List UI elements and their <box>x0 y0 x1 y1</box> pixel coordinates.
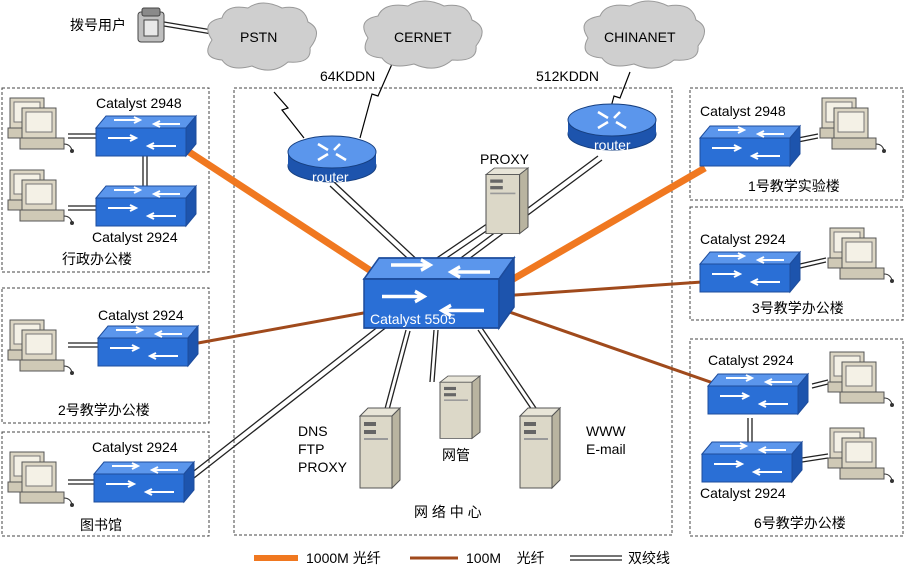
legend-fiber-100-label: 100M 光纤 <box>466 550 545 566</box>
pc-icon <box>7 451 75 508</box>
admin-switch-2924-label: Catalyst 2924 <box>92 229 178 245</box>
legend-twisted-label: 双绞线 <box>628 550 670 566</box>
router-right-label: router <box>594 137 631 153</box>
fiber-100-teach2 <box>197 308 381 345</box>
ddn-64-link-2 <box>359 63 393 139</box>
pc-icon <box>819 97 887 154</box>
library-zone <box>1 431 210 537</box>
teach6-building-label: 6号教学办公楼 <box>754 515 846 531</box>
pstn-cloud: PSTN <box>207 2 317 71</box>
fiber-100-teach6 <box>497 306 717 386</box>
twisted-router-left <box>329 181 425 271</box>
admin-building-label: 行政办公楼 <box>62 251 132 267</box>
ddn-64-link <box>273 91 305 139</box>
proxy-label: PROXY <box>480 151 530 167</box>
lab1-switch-icon <box>699 125 801 167</box>
teach3-building-label: 3号教学办公楼 <box>752 300 844 316</box>
mgmt-server-icon <box>439 375 481 439</box>
network-center-zone <box>233 87 673 536</box>
teach3-switch-icon <box>699 251 801 293</box>
pc-icon <box>827 427 895 484</box>
teach2-switch-icon <box>97 325 199 367</box>
library-switch-label: Catalyst 2924 <box>92 439 178 455</box>
teach6-switch-top-label: Catalyst 2924 <box>708 352 794 368</box>
twisted-dns <box>381 329 411 422</box>
chinanet-label: CHINANET <box>604 29 676 45</box>
admin-switch-2924-icon <box>95 185 197 227</box>
teach2-switch-label: Catalyst 2924 <box>98 307 184 323</box>
library-label: 图书馆 <box>80 517 122 533</box>
lab1-building-zone <box>689 87 904 201</box>
teach2-building-label: 2号教学办公楼 <box>58 402 150 418</box>
proxy2-label: PROXY <box>298 459 348 475</box>
pstn-label: PSTN <box>240 29 277 45</box>
proxy-server-icon <box>485 167 529 235</box>
teach2-building-zone <box>1 287 210 424</box>
library-switch-icon <box>93 461 195 503</box>
teach6-building-zone <box>689 338 904 537</box>
pc-icon <box>7 319 75 376</box>
cernet-cloud: CERNET <box>363 0 483 69</box>
mgmt-label: 网管 <box>442 447 470 463</box>
dns-label: DNS <box>298 423 328 439</box>
teach6-switch-bottom-icon <box>701 441 803 483</box>
fiber-100-teach3 <box>499 280 703 298</box>
legend: 1000M 光纤 100M 光纤 双绞线 <box>254 550 670 566</box>
chinanet-cloud: CHINANET <box>583 0 705 69</box>
dns-server-icon <box>359 407 401 489</box>
fiber-1000-lab1 <box>506 164 707 286</box>
network-center-title: 网 络 中 心 <box>414 504 482 520</box>
admin-switch-2948-icon <box>95 115 197 157</box>
www-server-icon <box>519 407 561 489</box>
twisted-admin-stack <box>142 156 148 186</box>
teach3-building-zone <box>689 206 904 321</box>
twisted-dialup <box>163 21 213 35</box>
cernet-label: CERNET <box>394 29 452 45</box>
phone-icon <box>137 7 165 43</box>
dialup-user-label: 拨号用户 <box>70 17 126 33</box>
twisted-library <box>189 321 389 479</box>
twisted-mgmt <box>429 329 439 383</box>
www-server-labels: WWW E-mail <box>586 423 630 457</box>
pc-icon <box>827 227 895 284</box>
fiber-1000-admin <box>178 143 402 293</box>
legend-fiber-1000-label: 1000M 光纤 <box>306 550 381 566</box>
email-label: E-mail <box>586 441 626 457</box>
teach6-switch-bottom-label: Catalyst 2924 <box>700 485 786 501</box>
ftp-label: FTP <box>298 441 324 457</box>
dns-server-labels: DNS FTP PROXY <box>298 423 348 475</box>
twisted-www <box>477 327 537 411</box>
pc-icon <box>7 97 75 154</box>
admin-switch-2948-label: Catalyst 2948 <box>96 95 182 111</box>
lab1-switch-label: Catalyst 2948 <box>700 103 786 119</box>
pc-icon <box>827 351 895 408</box>
teach3-switch-label: Catalyst 2924 <box>700 231 786 247</box>
core-switch-label: Catalyst 5505 <box>370 311 456 327</box>
ddn-64-label: 64KDDN <box>320 68 375 84</box>
ddn-512-label: 512KDDN <box>536 68 599 84</box>
pc-icon <box>7 169 75 226</box>
teach6-switch-top-icon <box>707 373 809 415</box>
legend-twisted-swatch <box>570 555 622 561</box>
router-left-label: router <box>312 169 349 185</box>
admin-building-zone <box>1 87 210 273</box>
twisted-teach6-stack <box>747 418 753 444</box>
lab1-building-label: 1号教学实验楼 <box>748 178 840 194</box>
www-label: WWW <box>586 423 626 439</box>
